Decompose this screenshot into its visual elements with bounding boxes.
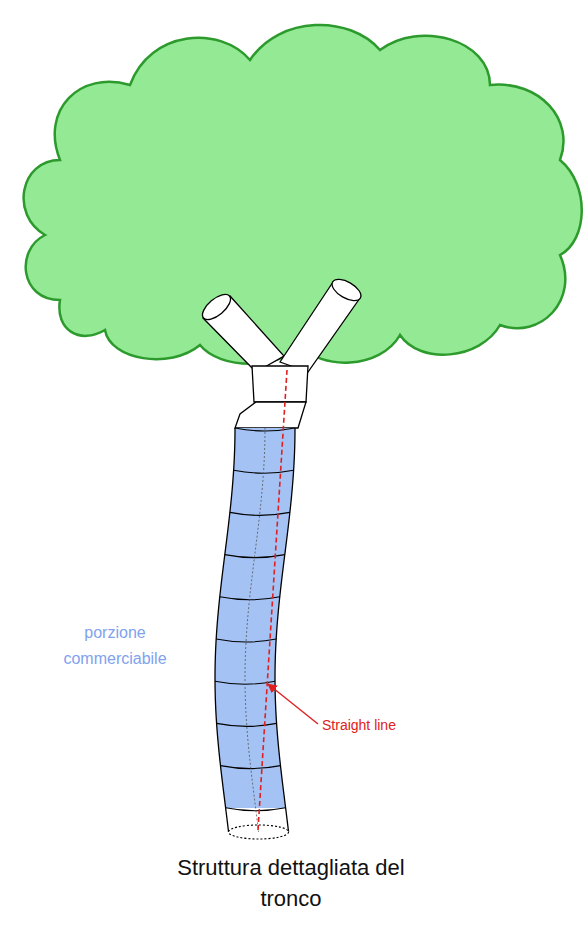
trunk <box>215 428 295 839</box>
caption: Struttura dettagliata del tronco <box>161 852 421 914</box>
trunk-edge <box>215 428 235 832</box>
commercial-portion <box>215 428 295 808</box>
tree-crown <box>24 25 582 364</box>
region-label: porzione commerciabile <box>55 620 175 672</box>
straight-line <box>258 370 287 830</box>
branch-fork <box>198 275 364 428</box>
trunk-edge <box>275 428 295 832</box>
leader-line <box>268 684 318 724</box>
callout-label: Straight line <box>322 716 432 734</box>
